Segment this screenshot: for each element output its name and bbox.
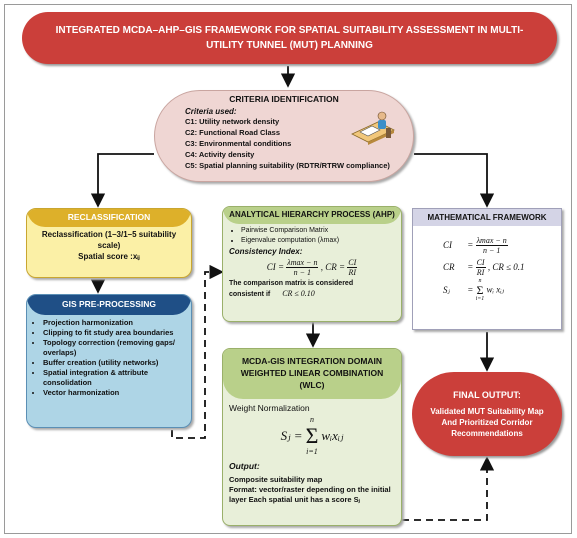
wlc-heading: MCDA-GIS INTEGRATION DOMAIN WEIGHTED LIN…	[223, 349, 401, 399]
final-output-body: Validated MUT Suitability Map And Priori…	[430, 406, 544, 438]
output-line: Composite suitability map	[229, 475, 323, 484]
criteria-item: C1: Utility network density	[185, 117, 280, 126]
gis-step: Projection harmonization	[43, 318, 185, 328]
criteria-item: C3: Environmental conditions	[185, 139, 292, 148]
gis-preprocessing-heading: GIS PRE-PROCESSING	[27, 295, 191, 315]
math-framework-heading: MATHEMATICAL FRAMEWORK	[413, 209, 561, 226]
cr-lhs: , CR =	[320, 262, 346, 272]
arrow-criteria-to-math	[414, 153, 495, 208]
wlc-sum-sigma: Σ	[305, 423, 319, 448]
math-ci-numerator: λmax − n	[475, 236, 508, 247]
consistency-threshold: CR ≤ 0.10	[282, 289, 315, 299]
cr-numerator: CI	[347, 258, 358, 269]
math-cr-lhs: CR	[443, 262, 455, 272]
gis-step: Vector harmonization	[43, 388, 185, 398]
consistency-note-tail: consistent if	[229, 291, 271, 299]
gis-step: Spatial integration & attribute consolid…	[43, 368, 185, 388]
title-text: INTEGRATED MCDA–AHP–GIS FRAMEWORK FOR SP…	[55, 25, 524, 51]
math-sum-bottom: i=1	[475, 296, 485, 302]
reclassification-heading: RECLASSIFICATION	[27, 209, 191, 227]
ci-numerator: λmax − n	[286, 258, 319, 269]
final-output-box: FINAL OUTPUT: Validated MUT Suitability …	[412, 372, 562, 456]
ci-denominator: n − 1	[293, 268, 312, 278]
gis-preprocessing-box: GIS PRE-PROCESSING Projection harmonizat…	[26, 294, 192, 428]
sj-formula: Sⱼ = n Σ i=1 wᵢ xᵢⱼ	[443, 278, 505, 303]
wlc-rhs: wᵢxᵢⱼ	[321, 428, 344, 443]
cr-denominator: RI	[348, 268, 357, 278]
math-sj-lhs: Sⱼ	[443, 284, 450, 295]
gis-step: Clipping to fit study area boundaries	[43, 328, 185, 338]
criteria-item: C5: Spatial planning suitability (RDTR/R…	[185, 161, 390, 170]
wlc-equation: Sⱼ = n Σ i=1 wᵢxᵢⱼ	[223, 415, 401, 457]
consistency-note: The comparison matrix is considered	[229, 280, 354, 288]
math-ci-denominator: n − 1	[482, 246, 501, 256]
dashed-gis-to-ahp	[171, 264, 224, 439]
criteria-item: C2: Functional Road Class	[185, 128, 281, 137]
gis-step: Topology correction (removing gaps/ over…	[43, 338, 185, 358]
criteria-subheading: Criteria used:	[185, 107, 237, 116]
reclassification-box: RECLASSIFICATION Reclassification (1–3/1…	[26, 208, 192, 278]
consistency-index-label: Consistency Index:	[229, 247, 303, 256]
wlc-sum-top: n	[309, 415, 314, 424]
math-cr-condition: , CR ≤ 0.1	[487, 262, 525, 272]
arrow-criteria-to-reclass	[90, 153, 154, 208]
figure-frame	[4, 4, 572, 534]
ahp-box: ANALYTICAL HIERARCHY PROCESS (AHP) Pairw…	[222, 206, 402, 322]
ahp-heading: ANALYTICAL HIERARCHY PROCESS (AHP)	[223, 207, 401, 224]
criteria-item: C4: Activity density	[185, 150, 255, 159]
math-sum-sigma: Σ	[476, 283, 484, 297]
math-sum: n Σ i=1	[476, 278, 485, 303]
criteria-heading: CRITERIA IDENTIFICATION	[229, 94, 339, 104]
weight-normalization-label: Weight Normalization	[229, 403, 310, 413]
math-sj-rhs: wᵢ xᵢⱼ	[486, 284, 505, 295]
wlc-lhs: Sⱼ =	[280, 428, 303, 443]
gis-step: Buffer creation (utility networks)	[43, 358, 185, 368]
math-ci-lhs: CI	[443, 240, 452, 250]
wlc-sum: n Σ i=1	[306, 415, 319, 457]
reclassification-line: Reclassification (1–3/1–5 suitability sc…	[41, 230, 177, 250]
ahp-step: Eigenvalue computation (λmax)	[241, 236, 401, 246]
wlc-box: MCDA-GIS INTEGRATION DOMAIN WEIGHTED LIN…	[222, 348, 402, 526]
ahp-step: Pairwise Comparison Matrix	[241, 226, 401, 236]
dashed-wlc-to-final	[402, 456, 495, 521]
math-cr-numerator: CI	[475, 258, 486, 269]
math-cr-denominator: RI	[476, 268, 485, 278]
wlc-sum-bottom: i=1	[306, 447, 318, 456]
output-line: Format: vector/raster depending on the i…	[229, 485, 391, 504]
ci-lhs: CI =	[266, 262, 285, 272]
output-label: Output:	[229, 461, 260, 471]
title-banner: INTEGRATED MCDA–AHP–GIS FRAMEWORK FOR SP…	[22, 12, 557, 64]
person-at-desk-icon	[351, 111, 395, 145]
spatial-score-line: Spatial score :xᵢⱼ	[78, 252, 140, 261]
math-sum-top: n	[478, 278, 482, 284]
final-output-heading: FINAL OUTPUT:	[453, 389, 521, 400]
